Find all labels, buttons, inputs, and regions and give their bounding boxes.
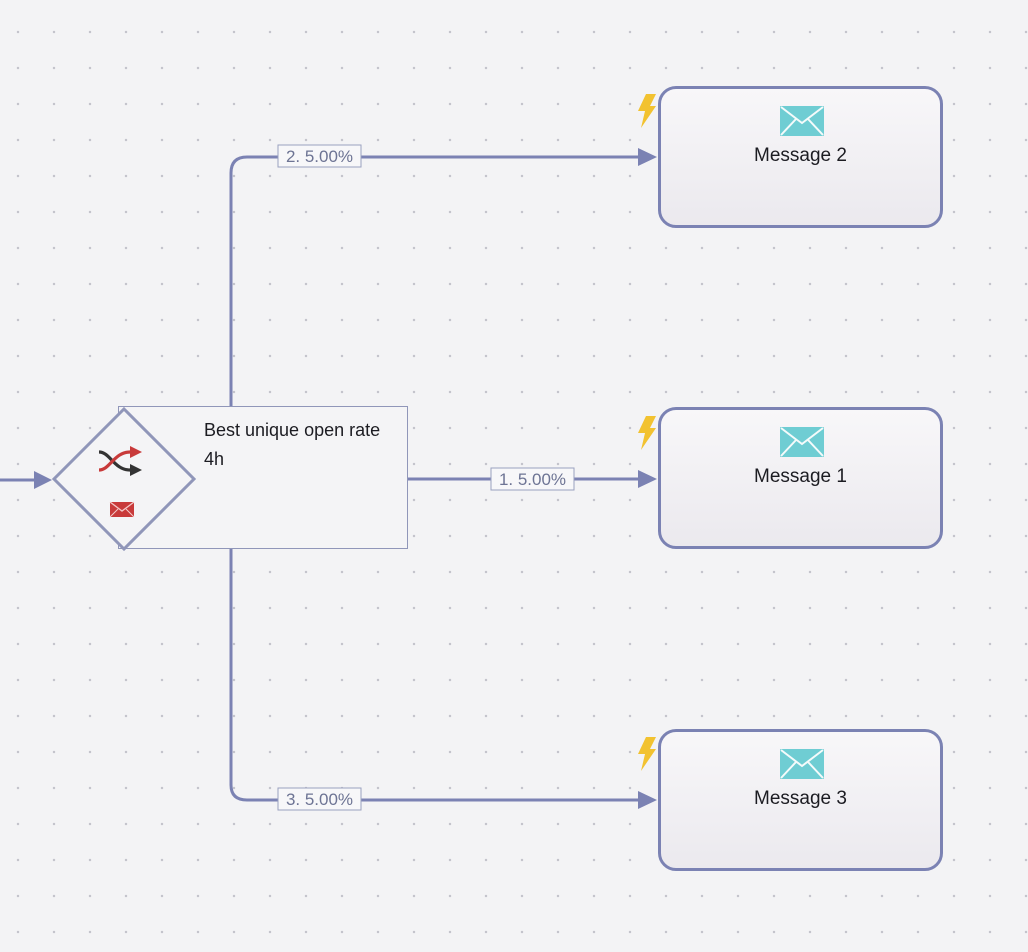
split-node-panel[interactable]: Best unique open rate 4h [118, 406, 408, 549]
envelope-icon [109, 501, 135, 518]
branch-connector-message-3 [229, 549, 640, 802]
message-node-1[interactable]: Message 1 [658, 407, 943, 549]
message-node-3[interactable]: Message 3 [658, 729, 943, 871]
split-node-title: Best unique open rate [204, 420, 381, 440]
edge-label-text: 3. 5.00% [286, 790, 353, 809]
branch-connector-message-2 [229, 155, 640, 406]
arrowhead-message-1 [638, 470, 657, 488]
envelope-icon [780, 749, 824, 779]
lightning-bolt-icon [638, 94, 656, 128]
arrowhead-message-2 [638, 148, 657, 166]
edge-label-text: 1. 5.00% [499, 470, 566, 489]
edge-label-message-1[interactable]: 1. 5.00% [490, 467, 575, 491]
arrowhead-message-3 [638, 791, 657, 809]
edge-label-message-2[interactable]: 2. 5.00% [277, 144, 362, 168]
edge-label-message-3[interactable]: 3. 5.00% [277, 787, 362, 811]
shuffle-icon [98, 446, 142, 476]
message-node-label: Message 2 [754, 145, 847, 166]
envelope-icon [780, 106, 824, 136]
edge-label-text: 2. 5.00% [286, 147, 353, 166]
diamond-shape [51, 406, 197, 552]
split-node-duration: 4h [204, 449, 225, 469]
split-node-diamond[interactable] [51, 406, 197, 552]
message-node-2[interactable]: Message 2 [658, 86, 943, 228]
incoming-arrowhead [34, 471, 52, 489]
message-node-label: Message 3 [754, 788, 847, 809]
message-node-label: Message 1 [754, 466, 847, 487]
envelope-icon [780, 427, 824, 457]
lightning-bolt-icon [638, 737, 656, 771]
lightning-bolt-icon [638, 416, 656, 450]
